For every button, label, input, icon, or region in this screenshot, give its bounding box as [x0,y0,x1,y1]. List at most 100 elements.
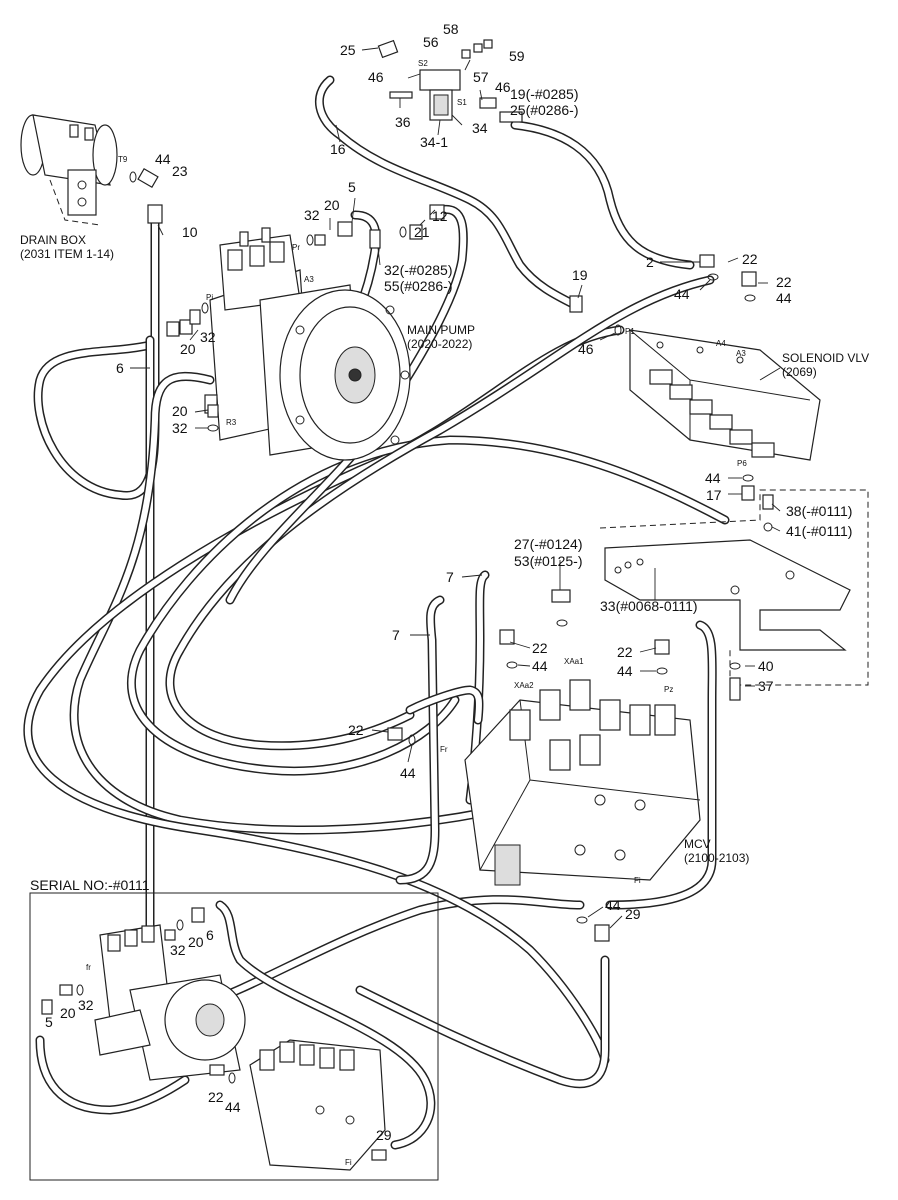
drain-box-ref: (2031 ITEM 1-14) [20,247,114,261]
drain-box-label: DRAIN BOX [20,233,86,247]
callout-32: 32 [200,329,216,345]
solenoid-valve-label: SOLENOID VLV [782,351,869,365]
callout-7: 7 [446,569,454,585]
port-xaa1: XAa1 [564,657,584,666]
callout-59: 59 [509,48,525,64]
callout-37: 37 [758,678,774,694]
fittings [129,167,774,942]
callout-labels: 25 58 56 59 46 57 46 19(-#0285) 25(#0286… [116,21,852,922]
solenoid-valve-illustration [629,329,821,461]
callout-32: 32 [304,207,320,223]
callout-56: 56 [423,34,439,50]
callout-57: 57 [473,69,489,85]
port-t9: T9 [118,155,128,164]
callout-22: 22 [742,251,758,267]
callout-12: 12 [432,208,448,224]
callout-55-0286: 55(#0286-) [384,278,453,294]
port-fr: Fr [440,745,448,754]
inset-callout-22: 22 [208,1089,224,1105]
port-s1: S1 [457,98,467,107]
callout-44: 44 [617,663,633,679]
main-pump-ref: (2020-2022) [407,337,472,351]
callout-44: 44 [674,286,690,302]
port-a3: A3 [304,275,314,284]
callout-34: 34 [472,120,488,136]
inset-callout-44: 44 [225,1099,241,1115]
leader-lines [130,47,781,929]
callout-44: 44 [776,290,792,306]
callout-36: 36 [395,114,411,130]
hose-routes [23,75,730,1089]
port-p6: P6 [737,459,747,468]
callout-23: 23 [172,163,188,179]
main-pump-illustration [179,227,411,461]
bracket-illustration [599,489,869,686]
port-r3: R3 [226,418,237,427]
inset-port-fr: fr [86,963,91,972]
callout-25: 25 [340,42,356,58]
callout-27-minus-0124: 27(-#0124) [514,536,583,552]
drain-box-illustration [20,114,118,226]
callout-58: 58 [443,21,459,37]
port-pz: Pz [664,685,673,694]
serial-number-title: SERIAL NO:-#0111 [30,877,150,893]
callout-46: 46 [578,341,594,357]
callout-32: 32 [172,420,188,436]
inset-callout-32: 32 [170,942,186,958]
callout-2: 2 [646,254,654,270]
inset-callout-20: 20 [188,934,204,950]
callout-20: 20 [324,197,340,213]
port-pi: Pi [206,293,213,302]
callout-17: 17 [706,487,722,503]
port-a4: A4 [716,339,726,348]
inset-callout-32: 32 [78,997,94,1013]
callout-20: 20 [172,403,188,419]
callout-22: 22 [776,274,792,290]
port-s2: S2 [418,59,428,68]
port-pr: Pr [292,243,300,252]
port-xaa2: XAa2 [514,681,534,690]
callout-19: 19 [572,267,588,283]
main-pump-label: MAIN PUMP [407,323,475,337]
callout-40: 40 [758,658,774,674]
callout-33-0068-0111: 33(#0068-0111) [600,598,698,614]
filter-block-illustration [377,39,523,123]
callout-44: 44 [705,470,721,486]
callout-53-0125: 53(#0125-) [514,553,583,569]
solenoid-valve-ref: (2069) [782,365,817,379]
callout-44: 44 [400,765,416,781]
callout-20: 20 [180,341,196,357]
callout-46: 46 [368,69,384,85]
callout-29: 29 [625,906,641,922]
callout-19-minus-0285: 19(-#0285) [510,86,579,102]
callout-34-1: 34-1 [420,134,448,150]
inset-callout-20: 20 [60,1005,76,1021]
callout-25-0286: 25(#0286-) [510,102,579,118]
component-titles: DRAIN BOX (2031 ITEM 1-14) MAIN PUMP (20… [20,233,869,865]
serial-inset: SERIAL NO:-#0111 32 [29,877,439,1181]
callout-22: 22 [617,644,633,660]
callout-21: 21 [414,224,430,240]
port-fi: Fi [634,876,641,885]
callout-46: 46 [495,79,511,95]
callout-10: 10 [182,224,198,240]
callout-5: 5 [348,179,356,195]
callout-22: 22 [348,722,364,738]
callout-44: 44 [532,658,548,674]
inset-callout-29: 29 [376,1127,392,1143]
inset-callout-5: 5 [45,1014,53,1030]
callout-6: 6 [116,360,124,376]
callout-44: 44 [155,151,171,167]
port-a3-solenoid: A3 [736,349,746,358]
callout-22: 22 [532,640,548,656]
callout-16: 16 [330,141,346,157]
port-p1: P1 [625,327,635,336]
callout-44: 44 [605,897,621,913]
port-labels: S2 S1 T9 Pr A3 Pi R3 P1 A4 A3 P6 XAa1 XA… [118,59,747,885]
inset-port-fi: Fi [345,1158,352,1167]
mcv-label: MCV [684,837,711,851]
callout-32-minus-0285: 32(-#0285) [384,262,453,278]
mcv-ref: (2100-2103) [684,851,749,865]
mcv-illustration [464,679,701,886]
